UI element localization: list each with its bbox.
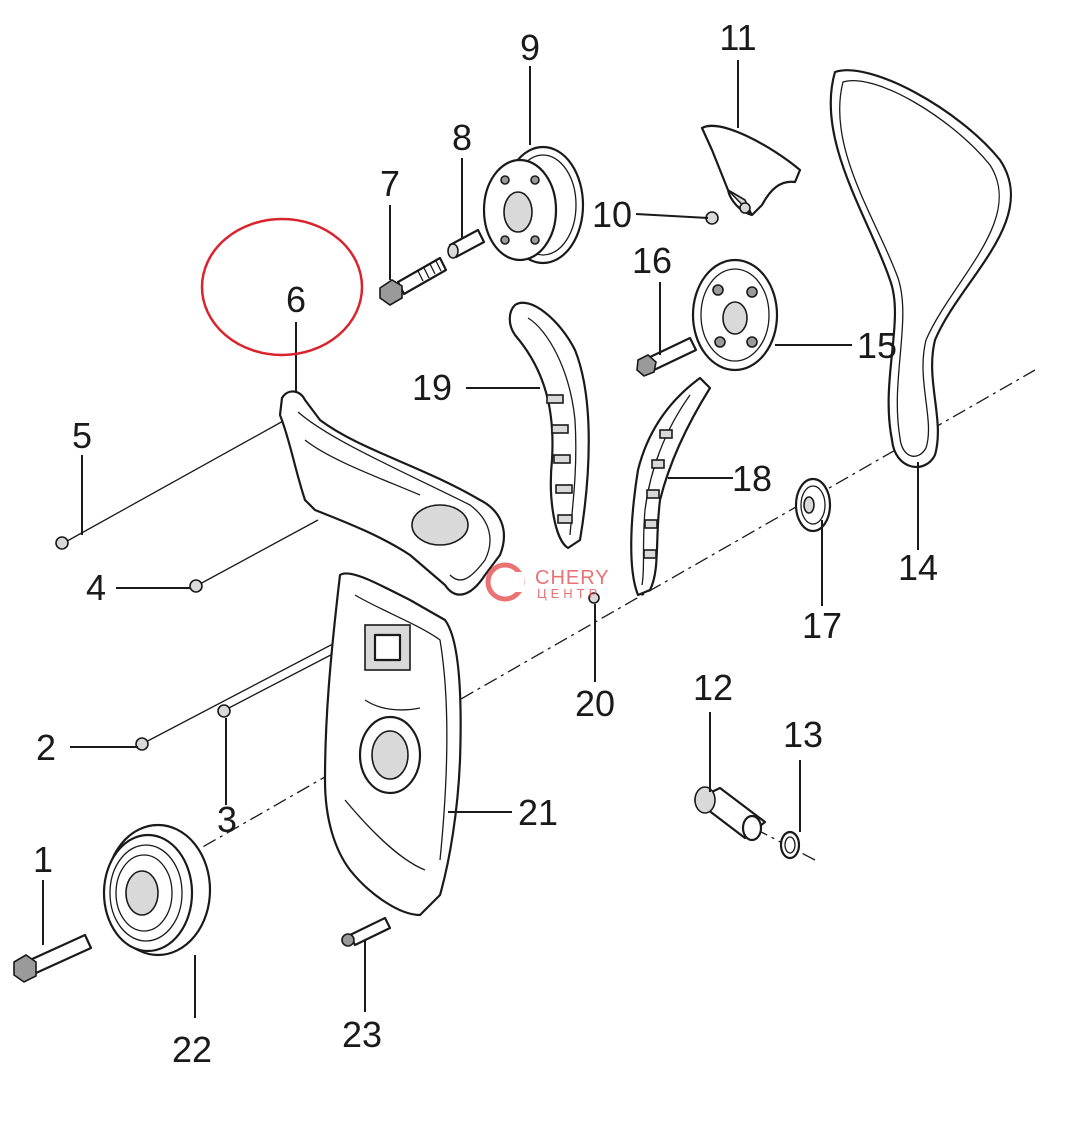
- second-sprocket: [691, 258, 779, 372]
- callout-17: 17: [802, 605, 842, 646]
- callout-5: 5: [72, 415, 92, 456]
- bolt-20: [588, 592, 600, 604]
- leader-lines: [42, 60, 919, 1018]
- bolt-4-axis: [197, 519, 319, 586]
- camshaft-sprocket: [482, 145, 585, 265]
- crankshaft-sprocket: [794, 477, 832, 533]
- callout-11: 11: [719, 17, 756, 58]
- bolt-2: [135, 737, 149, 751]
- watermark-line-2: ЦЕНТР: [537, 586, 601, 601]
- bolt-3-axis: [224, 644, 351, 711]
- upper-chain-guide: [700, 124, 802, 217]
- chery-watermark: CHERY ЦЕНТР: [485, 562, 610, 602]
- callout-6: 6: [286, 279, 306, 320]
- callout-1: 1: [33, 839, 53, 880]
- bolt-23: [348, 916, 392, 947]
- sprocket-bolt: [636, 336, 698, 377]
- chery-logo-gap: [508, 572, 524, 592]
- callout-2: 2: [36, 727, 56, 768]
- callout-19: 19: [412, 367, 452, 408]
- callout-9: 9: [520, 27, 540, 68]
- callout-labels: 1 2 3 4 5 6 7 8 9 10 11 12 13 14 15 16 1…: [33, 17, 938, 1070]
- bolt-5: [55, 536, 69, 550]
- callout-18: 18: [732, 458, 772, 499]
- bolt-4: [189, 579, 203, 593]
- dowel-pin: [447, 228, 486, 259]
- chain-tensioner: [693, 786, 767, 842]
- o-ring: [779, 830, 801, 860]
- highlight-circle: [200, 217, 364, 357]
- tensioner-arm: [630, 376, 712, 597]
- callout-10: 10: [592, 194, 632, 235]
- callout-16: 16: [632, 240, 672, 281]
- crank-axis-line: [179, 369, 1036, 861]
- pulley-bolt: [13, 933, 93, 983]
- callout-15: 15: [857, 325, 897, 366]
- upper-timing-cover: [278, 390, 505, 596]
- camshaft-bolt: [379, 256, 448, 306]
- bolt-5-axis: [59, 419, 286, 546]
- callout-13: 13: [783, 714, 823, 755]
- timing-chain: [829, 69, 1013, 469]
- callout-3: 3: [217, 799, 237, 840]
- watermark-line-1: CHERY: [535, 567, 610, 589]
- callout-20: 20: [575, 683, 615, 724]
- bolt-2-axis: [139, 634, 351, 746]
- fixed-chain-guide: [508, 301, 590, 550]
- callout-23: 23: [342, 1014, 382, 1055]
- small-bolts: [55, 536, 600, 947]
- lower-timing-cover: [323, 572, 462, 917]
- callout-7: 7: [380, 163, 400, 204]
- callout-22: 22: [172, 1029, 212, 1070]
- crankshaft-pulley: [102, 823, 212, 957]
- callout-14: 14: [898, 547, 938, 588]
- callout-4: 4: [86, 567, 106, 608]
- callout-21: 21: [518, 792, 558, 833]
- bolt-23-head: [341, 933, 355, 947]
- callout-8: 8: [452, 117, 472, 158]
- axis-lines: [59, 369, 1036, 861]
- bolt-3: [217, 704, 231, 718]
- callout-12: 12: [693, 667, 733, 708]
